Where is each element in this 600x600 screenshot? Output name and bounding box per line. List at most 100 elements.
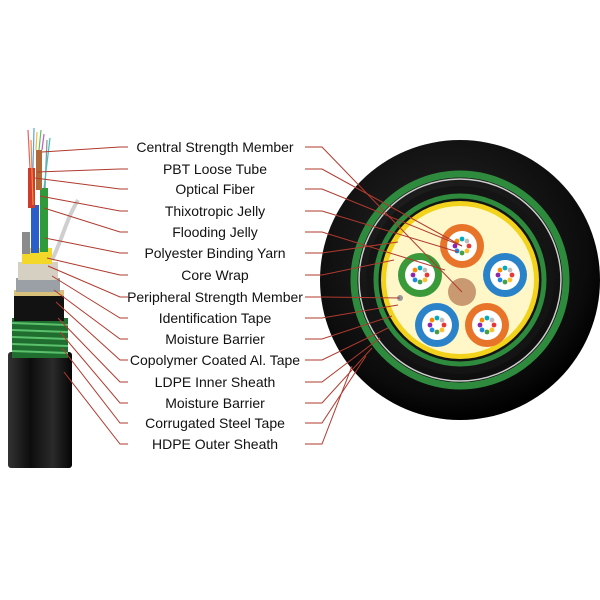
optical-fiber [484,315,490,321]
label-ldpe-inner-sheath: LDPE Inner Sheath [154,374,276,390]
side-moisture-barrier [14,290,64,296]
label-pbt-loose-tube: PBT Loose Tube [162,161,268,177]
optical-fiber [410,272,416,278]
side-tube-green [40,188,48,252]
side-core-wrap [18,262,58,280]
leader-line-left [53,289,128,340]
label-hdpe-outer-sheath: HDPE Outer Sheath [151,436,279,452]
optical-fiber [459,250,465,256]
leader-line-right [305,241,399,254]
xs-corrugated-steel-tape [350,170,570,390]
label-corrugated-steel-tape: Corrugated Steel Tape [145,415,285,431]
label-flooding-jelly: Flooding Jelly [172,224,258,240]
optical-fiber [509,272,515,278]
optical-fiber [422,277,428,283]
leader-line-left [41,146,128,153]
cable-side-view [8,127,80,468]
leader-line-right [305,296,401,299]
leader-line-left [61,347,128,424]
label-polyester-binding-yarn: Polyester Binding Yarn [144,245,286,261]
label-peripheral-strength-member: Peripheral Strength Member [127,289,303,305]
loose-tube-red [465,303,509,347]
label-central-strength-member: Central Strength Member [136,139,294,155]
leader-line-right [305,188,463,247]
optical-fiber [434,329,440,335]
optical-fiber [497,277,503,283]
optical-fiber [454,248,460,254]
xs-loose-tubes [398,224,527,347]
label-optical-fiber: Optical Fiber [175,181,255,197]
optical-fiber [495,272,501,278]
thixotropic-jelly [405,260,435,290]
side-hdpe-outer-sheath [8,352,72,468]
leader-line-right [305,259,395,276]
optical-fiber [489,317,495,323]
leader-line-left [39,195,128,212]
leader-line-right [305,231,446,271]
leader-line-left [46,257,128,276]
optical-fiber [489,327,495,333]
optical-fiber [427,322,433,328]
optical-fiber [434,315,440,321]
leader-line-right [305,327,389,361]
leader-line-right [305,146,463,293]
optical-fiber [484,329,490,335]
optical-fiber [497,267,503,273]
thixotropic-jelly [472,310,502,340]
side-tube-blue [31,205,39,253]
side-al-tape [16,278,60,292]
loose-tube-navy [415,303,459,347]
optical-fiber [466,243,472,249]
label-copolymer-coated-al-tape: Copolymer Coated Al. Tape [129,352,301,368]
loose-tube-green [398,253,442,297]
leader-line-right [305,347,373,404]
leader-line-right [305,337,381,383]
side-corrugation-ridges [11,322,69,354]
side-identification-tape [50,198,80,261]
optical-fiber [417,279,423,285]
leader-line-right [305,365,353,445]
side-tube-red [28,168,35,208]
optical-fiber [491,322,497,328]
optical-fiber [479,327,485,333]
loose-tube-blue [483,253,527,297]
optical-fiber [429,317,435,323]
leader-line-right [305,168,463,247]
label-core-wrap: Core Wrap [181,267,249,283]
optical-fiber [424,272,430,278]
optical-fiber [412,267,418,273]
leader-line-right [305,304,399,319]
label-identification-tape: Identification Tape [158,310,272,326]
leader-line-left [59,331,128,404]
cable-cross-section [320,140,600,420]
optical-fiber [502,279,508,285]
optical-fiber [439,317,445,323]
optical-fiber [412,277,418,283]
label-moisture-barrier-outer: Moisture Barrier [165,395,265,411]
side-ldpe-inner-sheath [14,295,64,321]
optical-fiber [452,243,458,249]
leader-line-left [44,237,128,254]
leader-line-left [36,168,128,173]
optical-fiber [441,322,447,328]
leader-line-left [51,275,128,319]
side-central-member [36,150,42,190]
leader-line-left [34,177,128,190]
side-optical-fibers [27,127,51,206]
leader-line-right [305,355,367,424]
optical-fiber [502,265,508,271]
optical-fiber [507,277,513,283]
optical-fiber [439,327,445,333]
xs-copolymer-al-tape [373,193,547,367]
optical-fiber [459,236,465,242]
optical-fiber [417,265,423,271]
optical-fiber [479,317,485,323]
leader-line-left [55,301,128,361]
leader-line-right [305,210,459,253]
leader-lines [34,146,463,445]
optical-fiber [464,248,470,254]
optical-fiber [477,322,483,328]
optical-fiber [507,267,513,273]
xs-moisture-barrier [358,178,562,382]
